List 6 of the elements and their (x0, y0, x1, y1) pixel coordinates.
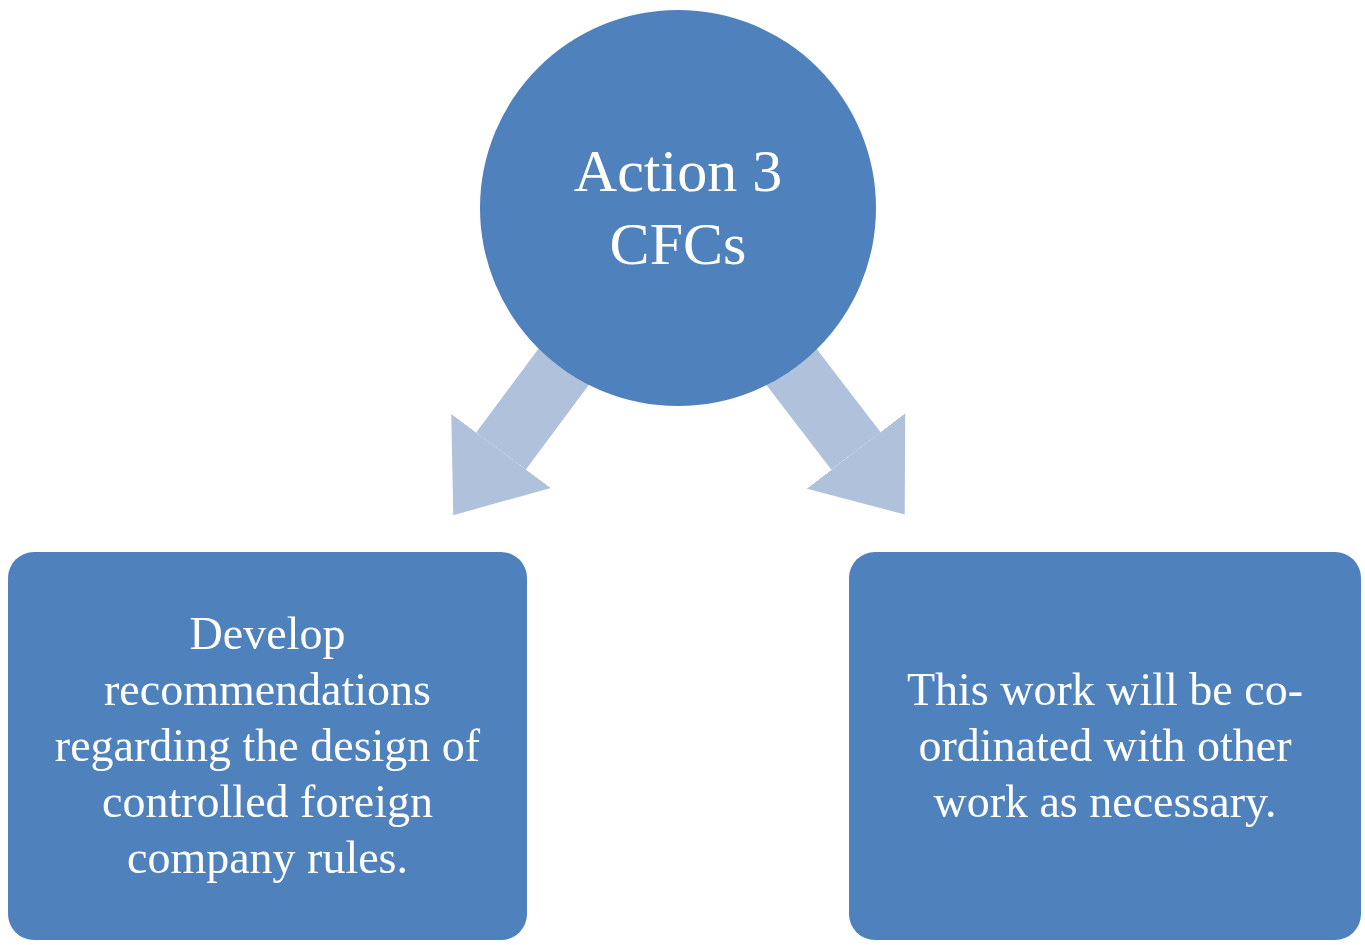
process-box (8, 552, 527, 940)
process-box (849, 552, 1361, 940)
block-arrow (451, 346, 590, 516)
box-text: This work will be co-ordinated with other work as necessary. (906, 662, 1304, 830)
box-text: Develop recommendations regarding the design of controlled foreign company rules. (53, 606, 482, 886)
topic-title: Action 3 CFCs (572, 136, 784, 279)
